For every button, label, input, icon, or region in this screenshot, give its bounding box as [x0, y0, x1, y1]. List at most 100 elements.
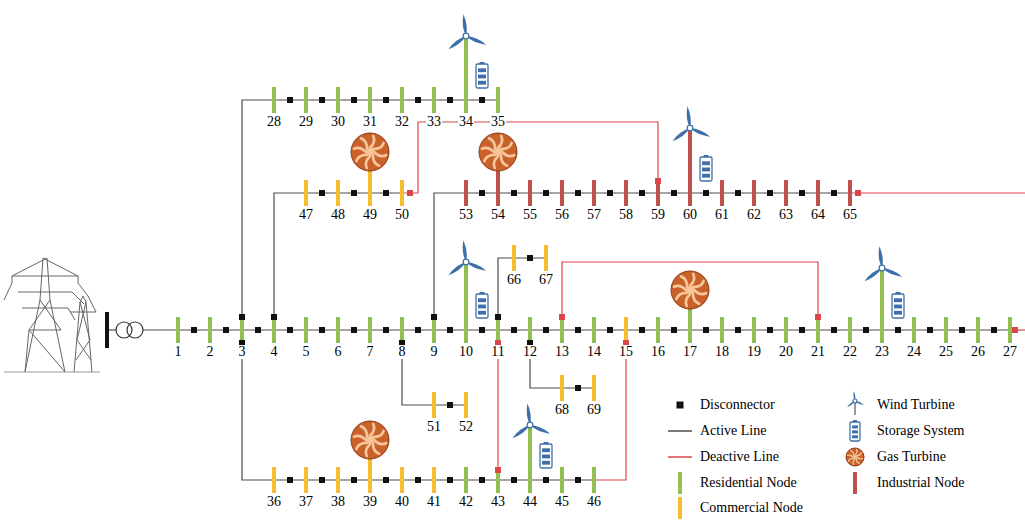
battery-cell [542, 455, 550, 459]
legend-text: Storage System [877, 423, 965, 438]
disconnector-symbol [351, 477, 357, 483]
bus-number: 32 [394, 115, 410, 129]
turbine-hub [879, 265, 885, 271]
turbine-hub [687, 125, 693, 131]
bus-number: 9 [430, 345, 439, 359]
gas-turbine-vane [681, 276, 687, 287]
gas-turbine-vane [856, 453, 861, 456]
gas-turbine-vane [502, 152, 514, 156]
disconnector-symbol [319, 327, 325, 333]
gas-turbine-vane [356, 155, 367, 161]
disconnector-symbol [479, 97, 485, 103]
gas-turbine-body [671, 271, 709, 309]
bus-bar [592, 375, 596, 401]
disconnector-symbol [223, 327, 229, 333]
battery-case [700, 157, 712, 181]
disconnector-symbol [319, 477, 325, 483]
bus-number: 57 [586, 208, 602, 222]
bus-number: 18 [714, 345, 730, 359]
wind-turbine-symbol [448, 240, 486, 275]
bus-number: 39 [362, 495, 378, 509]
bus-number: 54 [490, 208, 506, 222]
bus-number: 29 [298, 115, 314, 129]
bus-bar [912, 317, 916, 343]
battery-cell [702, 174, 710, 178]
transmission-tower [4, 258, 100, 372]
gas-turbine-vane [501, 155, 507, 166]
disconnector-symbol [415, 97, 421, 103]
gas-turbine-vane [674, 286, 686, 290]
bus-number: 36 [266, 495, 282, 509]
tower-strut [12, 276, 13, 283]
bus-number: 41 [426, 495, 442, 509]
disconnector-symbol [191, 327, 197, 333]
battery-cell [542, 448, 550, 452]
disconnector-symbol [287, 327, 293, 333]
legend-text: Active Line [700, 423, 766, 438]
gas-turbine-vane [501, 143, 512, 149]
bus-bar [272, 467, 276, 493]
disconnector-symbol [671, 190, 677, 196]
disconnector-symbol [383, 190, 389, 196]
bus-bar [368, 180, 372, 206]
tower-strut [76, 302, 90, 360]
disconnectors [191, 97, 1018, 483]
disconnector-symbol [383, 477, 389, 483]
bus-bar [624, 180, 628, 206]
disconnector-symbol [271, 314, 277, 320]
bus-bar [944, 317, 948, 343]
gas-turbine-vane [498, 136, 502, 148]
bus-bar [496, 467, 500, 493]
disconnector-symbol [383, 327, 389, 333]
bus-bar [464, 180, 468, 206]
tower-strut [4, 283, 12, 300]
bus-number: 43 [490, 495, 506, 509]
disconnector-symbol [319, 97, 325, 103]
bus-bar [880, 317, 884, 343]
bus-bar [464, 317, 468, 343]
bus-number: 44 [522, 495, 538, 509]
disconnector-symbol [575, 327, 581, 333]
bus-number: 47 [298, 208, 314, 222]
battery-cell [478, 68, 486, 72]
bus-bar [304, 317, 308, 343]
bus-number: 12 [522, 345, 538, 359]
bus-bar [496, 317, 500, 343]
bus-number: 28 [266, 115, 282, 129]
gas-turbine-vane [855, 449, 857, 455]
bus-number: 60 [682, 208, 698, 222]
bus-bar [496, 87, 500, 113]
disconnector-symbol [575, 385, 581, 391]
disconnector-symbol [447, 402, 453, 408]
disconnector-symbol [831, 190, 837, 196]
bus-number: 67 [538, 273, 554, 287]
disconnector-symbol [735, 190, 741, 196]
substation-busbar [105, 312, 109, 348]
gas-turbine-vane [354, 148, 366, 152]
bus-number: 4 [270, 345, 279, 359]
legend-swatch [678, 472, 682, 494]
bus-bar [432, 317, 436, 343]
gas-turbine-vane [374, 152, 386, 156]
disconnector-symbol [863, 327, 869, 333]
wind-turbine-symbol [864, 246, 902, 281]
battery-cell [478, 305, 486, 309]
bus-bar [752, 317, 756, 343]
gas-turbine-vane [489, 138, 495, 149]
bus-bar [432, 392, 436, 418]
bus-number: 17 [682, 345, 698, 359]
gas-turbine-body [479, 133, 517, 171]
bus-bar [528, 180, 532, 206]
bus-bar [656, 317, 660, 343]
bus-bar [544, 245, 548, 271]
disconnector-symbol [543, 327, 549, 333]
bus-bar [784, 180, 788, 206]
bus-bar [336, 87, 340, 113]
disconnector-symbol [511, 327, 517, 333]
legend-text: Gas Turbine [877, 449, 946, 464]
legend-text: Deactive Line [700, 449, 779, 464]
disconnector-symbol [495, 467, 501, 473]
disconnector-symbol [767, 190, 773, 196]
gas-turbine-body [351, 133, 389, 171]
disconnector-symbol [351, 97, 357, 103]
